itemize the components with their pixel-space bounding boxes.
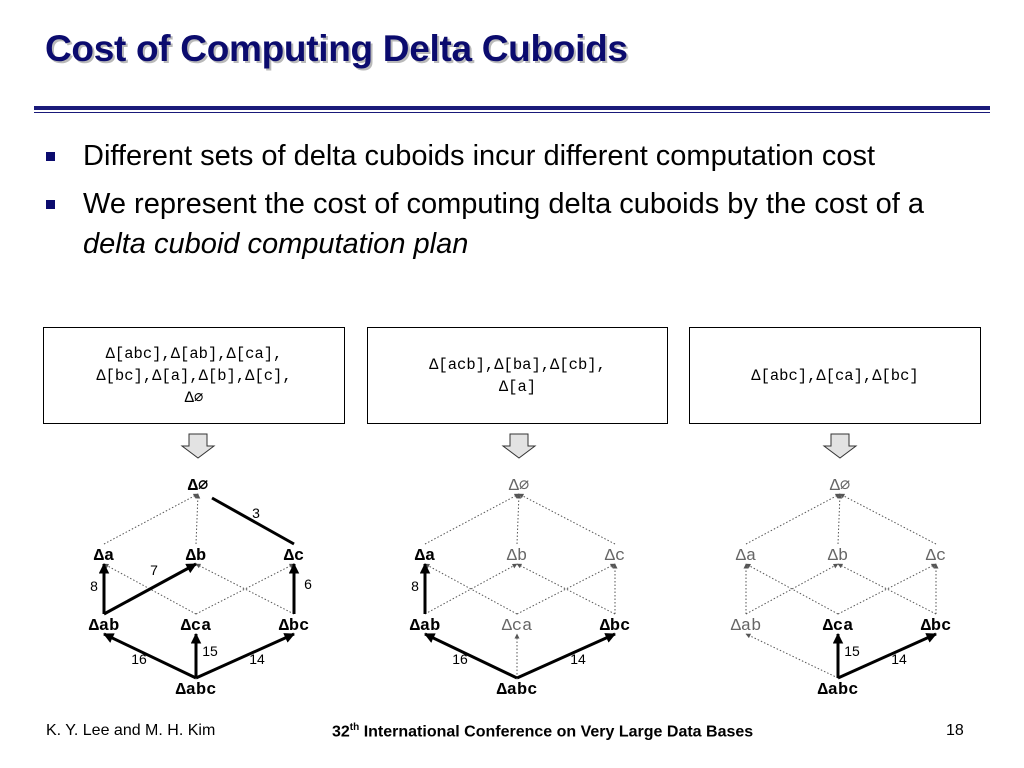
footer-authors: K. Y. Lee and M. H. Kim <box>46 722 216 739</box>
lattice-edge <box>745 563 839 615</box>
lattice-edge <box>837 563 937 615</box>
conference-number: 32 <box>332 723 350 741</box>
node-label-ab: Δab <box>731 617 762 636</box>
lattice-edge <box>837 493 843 545</box>
node-label-abc: Δabc <box>176 681 217 700</box>
conference-name: International Conference on Very Large D… <box>359 723 754 741</box>
node-label-abc: Δabc <box>497 681 538 700</box>
down-arrow-icon <box>180 433 216 459</box>
node-label-b: Δb <box>186 547 206 566</box>
node-label-empty: Δ∅ <box>830 477 850 496</box>
node-label-abc: Δabc <box>818 681 859 700</box>
node-label-ca: Δca <box>181 617 212 636</box>
lattice-edge <box>424 563 518 615</box>
plan-edge <box>103 562 197 616</box>
footer-conference: 32th International Conference on Very La… <box>332 722 753 741</box>
plan-edge <box>103 632 197 680</box>
edge-cost-label: 15 <box>202 643 218 659</box>
edge-cost-label: 16 <box>452 651 468 667</box>
bullet-text: We represent the cost of computing delta… <box>83 188 924 220</box>
plan-edge <box>837 632 937 680</box>
lattice-edge <box>195 563 295 615</box>
bullet-list: Different sets of delta cuboids incur di… <box>44 136 974 272</box>
node-label-c: Δc <box>605 547 625 566</box>
node-label-c: Δc <box>284 547 304 566</box>
edge-cost-label: 8 <box>90 578 98 594</box>
lattice-edge <box>516 563 616 615</box>
lattice-edge <box>424 493 520 545</box>
lattice-edge <box>424 563 518 615</box>
node-label-empty: Δ∅ <box>188 477 208 496</box>
plan-edge <box>424 632 518 680</box>
lattice-edge <box>839 493 937 545</box>
node-label-a: Δa <box>736 547 756 566</box>
slide-title: Cost of Computing Delta Cuboids <box>45 28 628 69</box>
lattice-edge <box>837 563 937 615</box>
plan-edge <box>211 496 295 546</box>
lattice-edge <box>516 493 522 545</box>
edge-cost-label: 7 <box>150 562 158 578</box>
panel-3-cuboid-set-text: Δ[abc],Δ[ca],Δ[bc] <box>751 366 919 385</box>
bullet-text-italic: delta cuboid computation plan <box>83 228 469 260</box>
edge-cost-label: 14 <box>570 651 586 667</box>
panel-3-cuboid-set-box: Δ[abc],Δ[ca],Δ[bc] <box>689 327 981 424</box>
node-label-bc: Δbc <box>279 617 310 636</box>
edge-cost-label: 6 <box>304 576 312 592</box>
edge-cost-label: 14 <box>891 651 907 667</box>
lattice-edge <box>745 493 841 545</box>
bullet-item: Different sets of delta cuboids incur di… <box>44 136 974 176</box>
node-label-bc: Δbc <box>600 617 631 636</box>
lattice-edge <box>103 493 199 545</box>
edge-cost-label: 14 <box>249 651 265 667</box>
node-label-ab: Δab <box>89 617 120 636</box>
edge-cost-label: 16 <box>131 651 147 667</box>
panel-1-cuboid-set-box: Δ[abc],Δ[ab],Δ[ca], Δ[bc],Δ[a],Δ[b],Δ[c]… <box>43 327 345 424</box>
bullet-text: Different sets of delta cuboids incur di… <box>83 140 876 172</box>
lattice-edge <box>518 493 616 545</box>
conference-ordinal: th <box>349 722 360 733</box>
lattice-edge <box>516 563 616 615</box>
plan-edge <box>516 632 616 680</box>
down-arrow-icon <box>822 433 858 459</box>
lattice-edge <box>745 633 839 679</box>
edge-cost-label: 3 <box>252 505 260 521</box>
square-bullet-icon <box>46 152 55 161</box>
lattice-edge <box>745 563 839 615</box>
node-label-ca: Δca <box>823 617 854 636</box>
lattice-edge <box>195 563 295 615</box>
panel-1-cuboid-set-text: Δ[abc],Δ[ab],Δ[ca], Δ[bc],Δ[a],Δ[b],Δ[c]… <box>96 344 292 407</box>
down-arrow-icon <box>501 433 537 459</box>
lattice-edge <box>195 493 201 545</box>
title-divider-thin <box>34 112 990 113</box>
panel-2-cuboid-set-text: Δ[acb],Δ[ba],Δ[cb], Δ[a] <box>429 355 606 396</box>
edge-cost-label: 8 <box>411 578 419 594</box>
node-label-ab: Δab <box>410 617 441 636</box>
node-label-b: Δb <box>828 547 848 566</box>
node-label-a: Δa <box>94 547 114 566</box>
node-label-empty: Δ∅ <box>509 477 529 496</box>
node-label-a: Δa <box>415 547 435 566</box>
page-number: 18 <box>946 722 964 739</box>
square-bullet-icon <box>46 200 55 209</box>
title-divider-thick <box>34 106 990 110</box>
plan-edge <box>195 632 295 680</box>
node-label-c: Δc <box>926 547 946 566</box>
panel-2-cuboid-set-box: Δ[acb],Δ[ba],Δ[cb], Δ[a] <box>367 327 668 424</box>
edge-cost-label: 15 <box>844 643 860 659</box>
node-label-b: Δb <box>507 547 527 566</box>
node-label-ca: Δca <box>502 617 533 636</box>
bullet-item: We represent the cost of computing delta… <box>44 184 974 264</box>
node-label-bc: Δbc <box>921 617 952 636</box>
